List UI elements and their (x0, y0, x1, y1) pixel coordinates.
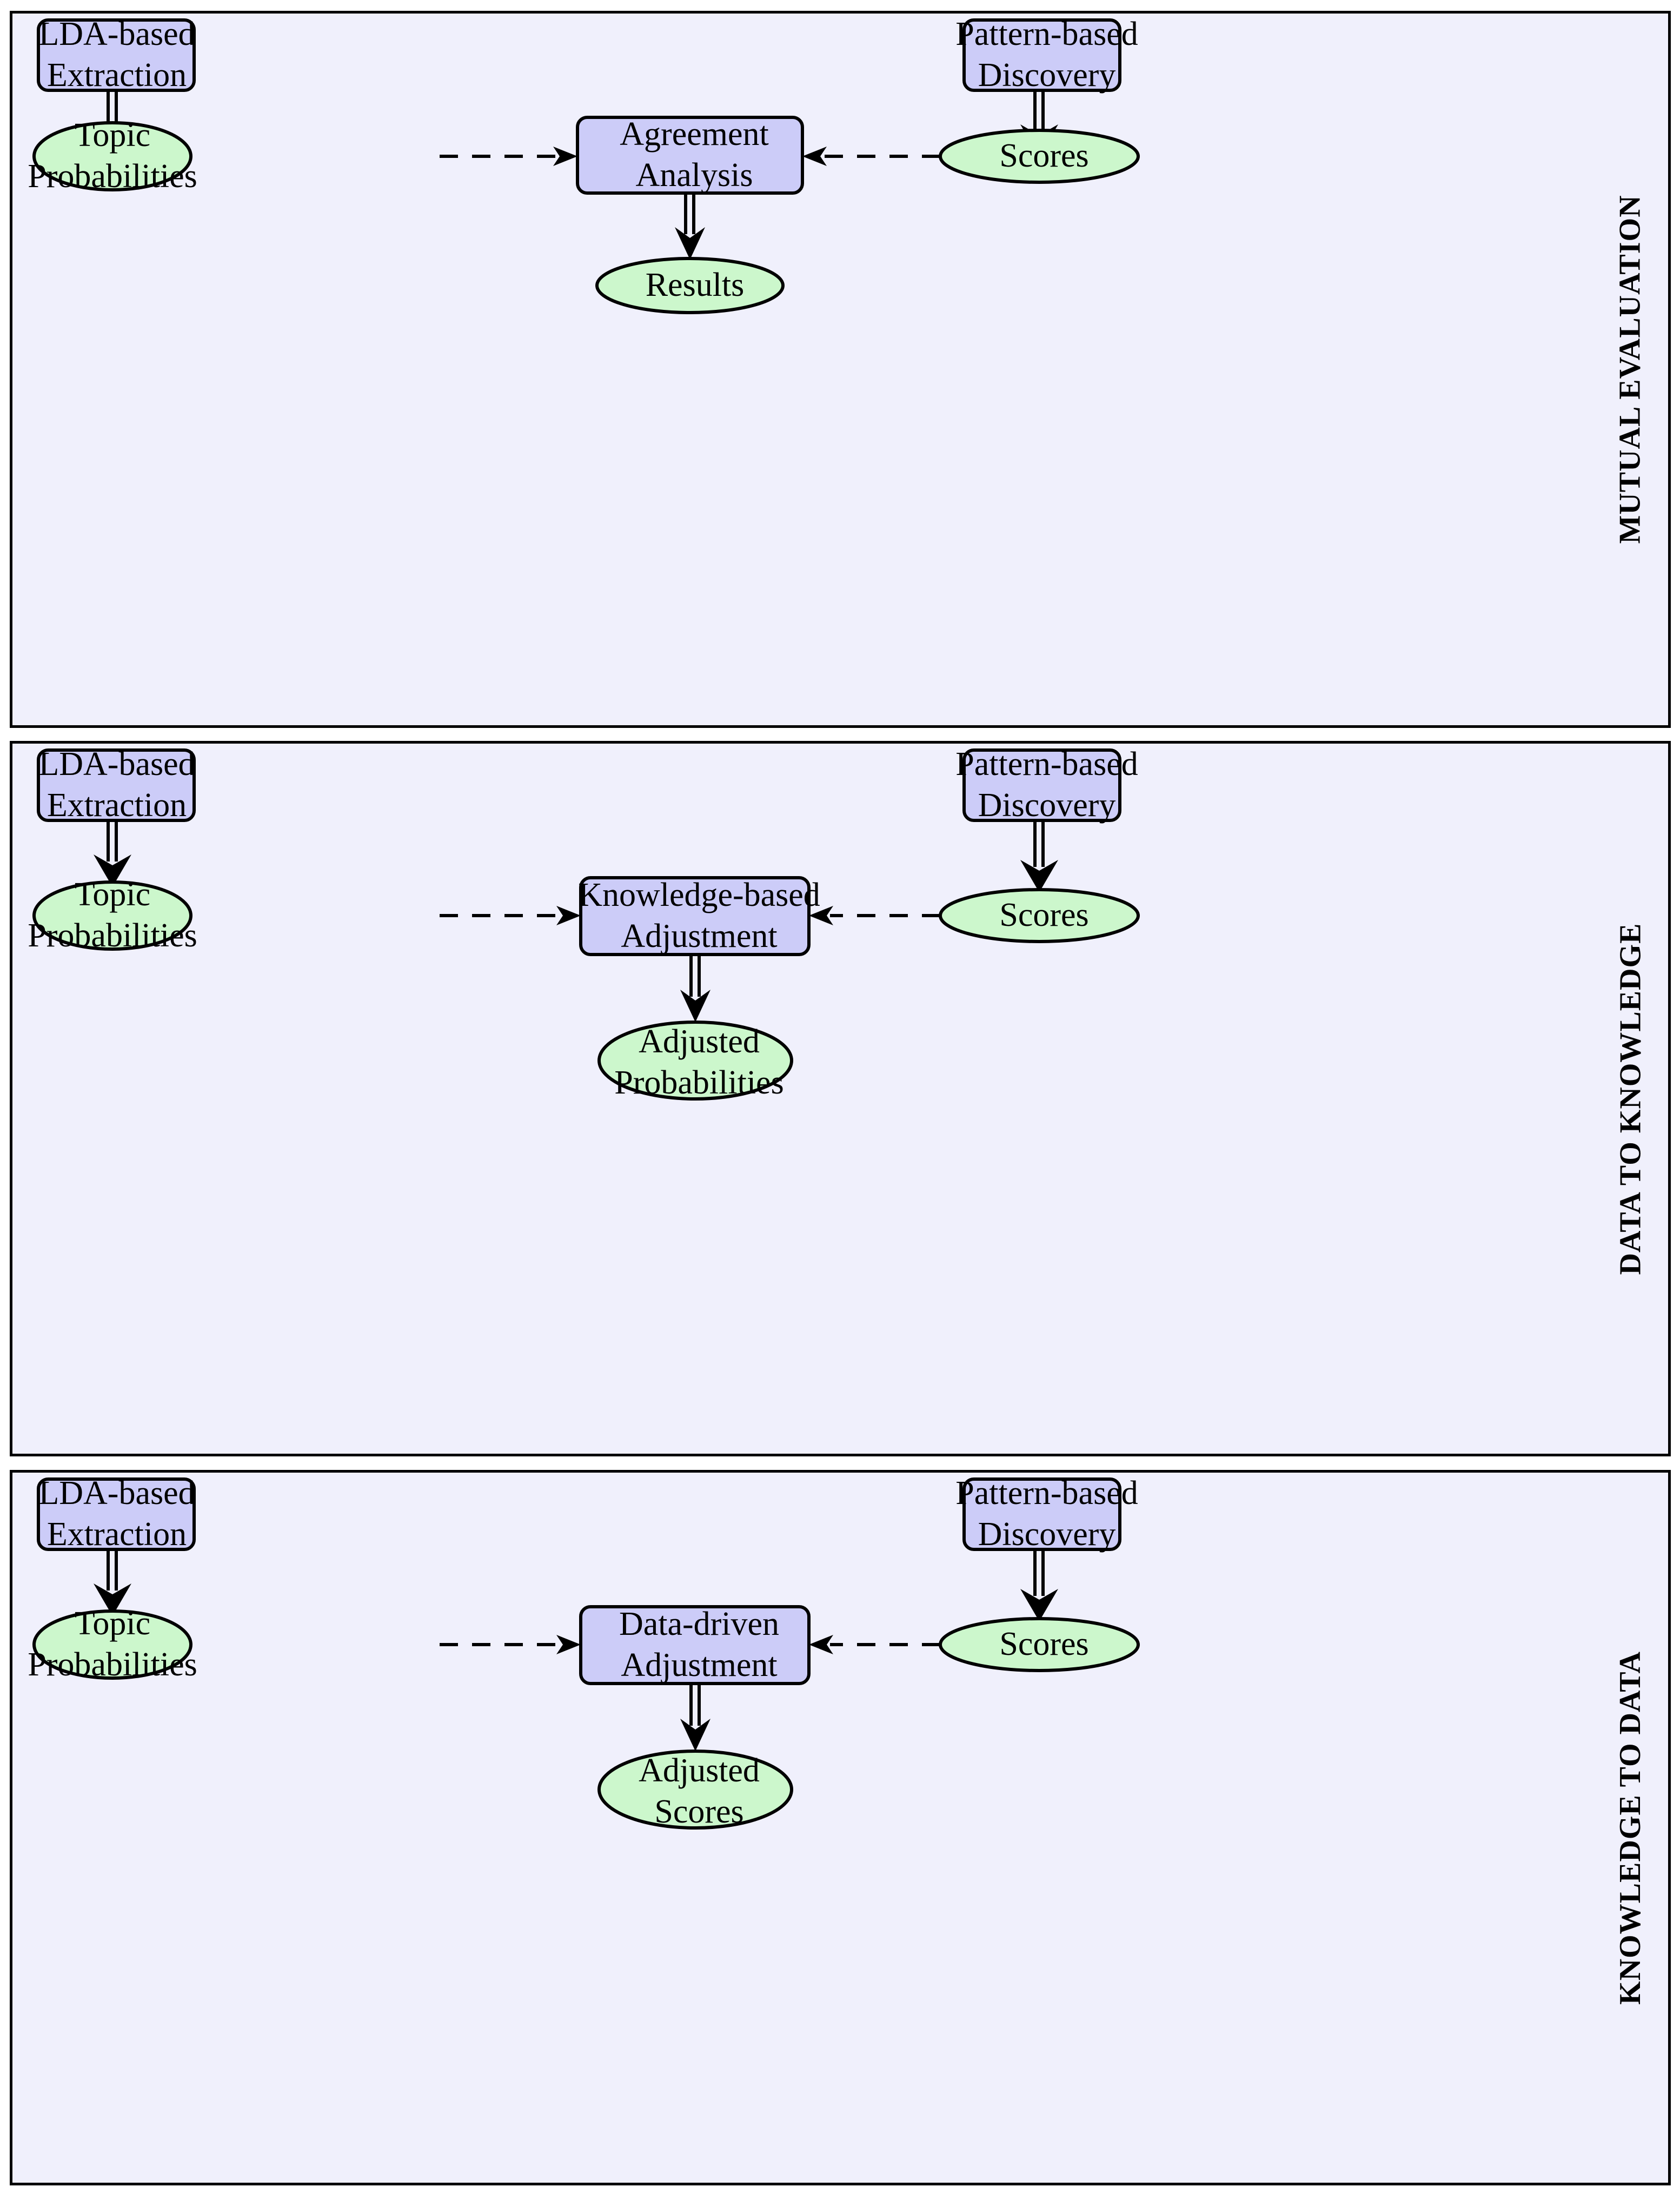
panel-graphics-1 (32, 748, 1140, 1101)
edge-pattern-to-scores (1020, 819, 1058, 892)
edge-center-to-output (680, 955, 710, 1022)
node-pattern-based-discovery[interactable] (962, 748, 1121, 822)
node-pattern-based-discovery[interactable] (962, 1477, 1121, 1551)
edge-topic-to-center (440, 147, 577, 166)
panel-mutual-evaluation: LDA-based Extraction Pattern-based Disco… (10, 11, 1671, 728)
panel-graphics-2 (32, 1477, 1140, 1830)
node-topic-probabilities[interactable] (32, 880, 192, 951)
edge-pattern-to-scores (1020, 1548, 1058, 1621)
node-scores[interactable] (939, 1617, 1140, 1672)
panel-graphics-0 (32, 18, 1140, 314)
node-pattern-based-discovery[interactable] (962, 18, 1121, 92)
node-agreement-analysis[interactable] (576, 116, 804, 195)
node-lda-based-extraction[interactable] (37, 1477, 196, 1551)
node-topic-probabilities[interactable] (32, 1609, 192, 1680)
edge-scores-to-center (802, 147, 940, 166)
node-results[interactable] (595, 257, 785, 314)
panel-knowledge-to-data: LDA-based Extraction Pattern-based Disco… (10, 1470, 1671, 2185)
node-scores[interactable] (939, 888, 1140, 943)
node-lda-based-extraction[interactable] (37, 748, 196, 822)
edge-lda-to-topic (94, 819, 131, 887)
edge-scores-to-center (809, 1635, 940, 1654)
node-data-driven-adjustment[interactable] (579, 1605, 811, 1685)
edge-topic-to-center (440, 906, 581, 925)
node-adjusted-probabilities[interactable] (597, 1021, 793, 1101)
edge-lda-to-topic (94, 1548, 131, 1616)
node-adjusted-scores[interactable] (597, 1750, 793, 1830)
edge-scores-to-center (809, 906, 940, 925)
edge-center-to-results (675, 192, 705, 260)
node-knowledge-based-adjustment[interactable] (579, 876, 811, 956)
node-topic-probabilities[interactable] (32, 121, 192, 191)
edge-center-to-output (680, 1684, 710, 1751)
edge-topic-to-center (440, 1635, 581, 1654)
node-lda-based-extraction[interactable] (37, 18, 196, 92)
panel-data-to-knowledge: LDA-based Extraction Pattern-based Disco… (10, 741, 1671, 1456)
node-scores[interactable] (939, 129, 1140, 184)
